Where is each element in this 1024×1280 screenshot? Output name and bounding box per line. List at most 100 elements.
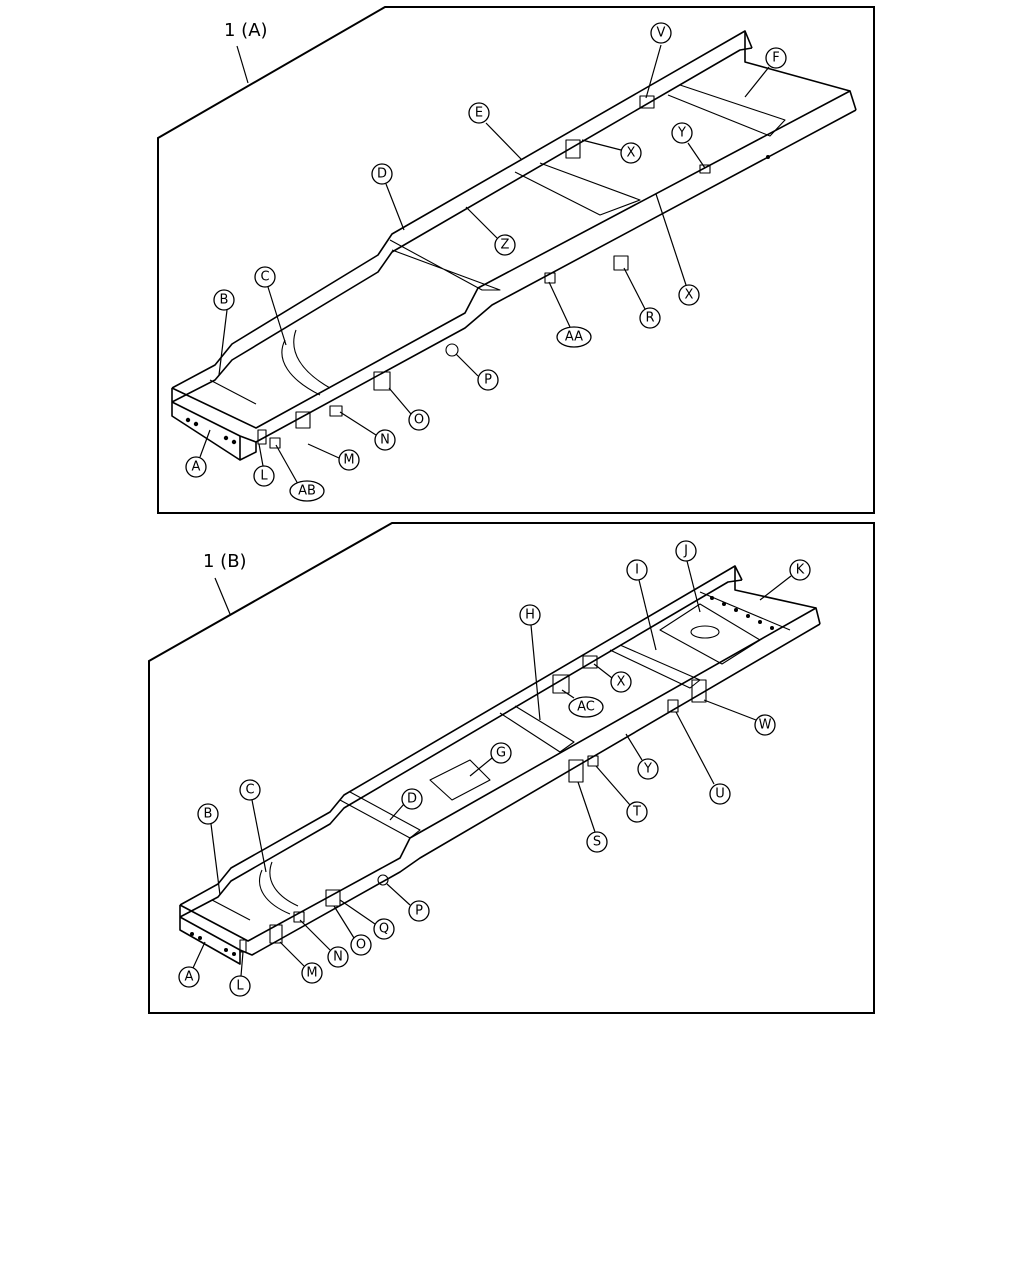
callout-b-n-label: N — [333, 950, 343, 965]
crossmember-front — [209, 379, 257, 405]
callout-b-b-label: B — [204, 807, 213, 822]
panel-b: 1 (B) — [148, 522, 875, 1014]
callout-b-d — [401, 788, 423, 810]
callout-a-d — [371, 163, 393, 185]
panel-b-title: 1 (B) — [203, 551, 247, 572]
bracket-o — [373, 371, 391, 391]
bracket-m — [295, 411, 311, 429]
bracket-l — [257, 429, 267, 445]
callout-b-q — [373, 918, 395, 940]
callout-b-t — [626, 801, 648, 823]
callout-b-x — [610, 671, 632, 693]
callout-a-c — [254, 266, 276, 288]
callout-a-f — [765, 47, 787, 69]
panel-a-title-leader — [236, 45, 249, 84]
callout-a-aa — [556, 326, 592, 348]
panel-b-border — [148, 522, 875, 1014]
front-bumper — [171, 388, 241, 461]
callout-a-m-label: M — [343, 453, 354, 468]
far-rail-bottom-b — [179, 579, 743, 918]
callout-a-o-label: O — [414, 413, 424, 428]
callout-a-v-label: V — [657, 26, 666, 41]
rear-end — [744, 31, 851, 92]
callout-b-d-label: D — [407, 792, 417, 807]
callout-a-e-label: E — [475, 106, 483, 121]
callout-a-z-label: Z — [501, 238, 510, 253]
bracket-u — [667, 699, 679, 713]
callout-a-l — [253, 465, 275, 487]
callout-b-y-label: Y — [643, 762, 652, 777]
callout-b-y — [637, 758, 659, 780]
crossmember-h — [499, 705, 575, 753]
callouts-b: J K I H X AC W G Y — [178, 540, 811, 997]
callout-b-g-label: G — [496, 746, 506, 761]
crossmember-d-b — [339, 791, 421, 839]
callout-b-o — [350, 934, 372, 956]
crossmember-c-b — [258, 869, 291, 915]
callout-a-n — [374, 429, 396, 451]
callout-b-i — [626, 559, 648, 581]
callout-a-x-lower — [678, 284, 700, 306]
callout-a-z — [494, 234, 516, 256]
bracket-t — [587, 755, 599, 767]
callout-b-c-label: C — [245, 783, 254, 798]
callout-a-b-label: B — [220, 293, 229, 308]
callout-b-m-label: M — [306, 966, 317, 981]
callout-b-j-label: J — [683, 544, 688, 559]
callout-a-b — [213, 289, 235, 311]
callout-b-w-label: W — [759, 718, 772, 733]
callout-b-t-label: T — [632, 805, 641, 820]
callout-b-u — [709, 783, 731, 805]
bracket-m-b — [269, 924, 283, 944]
callout-b-i-label: I — [635, 563, 639, 578]
callout-b-k — [789, 559, 811, 581]
callout-a-l-label: L — [260, 469, 268, 484]
panel-b-title-leader — [214, 577, 231, 615]
callout-b-u-label: U — [715, 787, 725, 802]
crossmember-f — [667, 84, 786, 137]
near-rail-top — [171, 90, 857, 429]
crossmember-g — [429, 759, 491, 801]
callout-b-a — [178, 966, 200, 988]
callout-a-e — [468, 102, 490, 124]
callout-b-s — [586, 831, 608, 853]
bracket-ac — [552, 674, 570, 694]
crossmember-i — [609, 644, 701, 689]
callout-b-o-label: O — [356, 938, 366, 953]
bracket-n — [329, 405, 343, 417]
callout-b-a-label: A — [185, 970, 194, 985]
callout-b-l — [229, 975, 251, 997]
bracket-w — [691, 679, 707, 703]
plate-j — [659, 603, 761, 665]
callout-a-m — [338, 449, 360, 471]
callout-a-r-label: R — [645, 311, 654, 326]
crossmember-k — [699, 591, 791, 631]
callout-b-l-label: L — [236, 979, 244, 994]
bracket-p-b — [377, 874, 389, 886]
callout-a-p-label: P — [484, 373, 492, 388]
callout-b-h — [519, 604, 541, 626]
callout-b-n — [327, 946, 349, 968]
callout-a-aa-label: AA — [565, 330, 583, 345]
bracket-x-b — [582, 655, 598, 669]
callouts-a: V F E X Y D Z C B — [185, 22, 787, 502]
bracket-y — [699, 164, 711, 174]
callout-a-x-upper — [620, 142, 642, 164]
callout-a-f-label: F — [772, 51, 779, 66]
far-rail-bottom — [171, 47, 753, 403]
callout-b-p-label: P — [415, 904, 423, 919]
callout-a-n-label: N — [380, 433, 390, 448]
crossmember-c — [281, 339, 321, 396]
bracket-o-b — [325, 889, 341, 907]
bracket-x-upper — [565, 139, 581, 159]
chassis-frame-b — [179, 565, 821, 965]
callout-b-k-label: K — [796, 563, 805, 578]
callout-b-b — [197, 803, 219, 825]
callout-b-ac-label: AC — [577, 700, 595, 715]
bracket-ab — [269, 437, 281, 449]
near-rail-top-b — [179, 607, 821, 942]
callout-a-c-label: C — [260, 270, 269, 285]
callout-a-v — [650, 22, 672, 44]
crossmember-front-b — [211, 899, 251, 921]
